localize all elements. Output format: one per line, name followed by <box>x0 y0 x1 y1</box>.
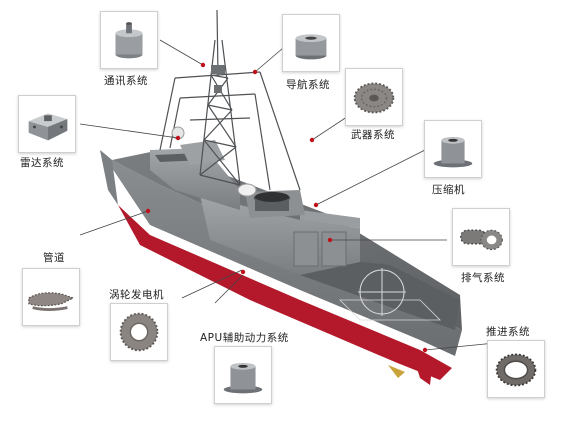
mesh-sleeve-icon <box>28 292 75 311</box>
mesh-ring-icon <box>119 312 159 352</box>
label-radar: 雷达系统 <box>20 157 64 169</box>
mesh-coil-icon <box>460 229 503 251</box>
mount-icon <box>223 362 263 394</box>
mount-icon <box>295 34 327 60</box>
prop-mesh-thumbnail <box>487 340 545 398</box>
label-comp: 压缩机 <box>432 184 465 196</box>
label-comm: 通讯系统 <box>104 75 148 87</box>
box-mount-icon <box>28 113 68 141</box>
label-exhaust: 排气系统 <box>461 272 505 284</box>
label-nav: 导航系统 <box>286 79 330 91</box>
mount-icon <box>115 22 143 59</box>
label-weapon: 武器系统 <box>351 129 395 141</box>
mount-icon <box>433 136 473 168</box>
pipe-mesh-thumbnail <box>22 268 80 326</box>
label-apu: APU辅助动力系统 <box>200 332 289 344</box>
weapon-mesh-thumbnail <box>345 68 403 126</box>
label-pipe: 管道 <box>43 252 65 264</box>
compressor-mount-thumbnail <box>424 120 482 178</box>
comm-mount-thumbnail <box>100 11 158 69</box>
turbo-mesh-thumbnail <box>110 303 168 361</box>
label-turbo: 涡轮发电机 <box>109 289 164 301</box>
label-prop: 推进系统 <box>486 326 530 338</box>
mesh-disc-icon <box>353 82 395 114</box>
exhaust-mesh-thumbnail <box>452 208 510 266</box>
radar-mount-thumbnail <box>18 95 76 153</box>
mesh-ring-icon <box>495 353 537 387</box>
apu-mount-thumbnail <box>214 346 272 404</box>
nav-mount-thumbnail <box>282 14 340 72</box>
